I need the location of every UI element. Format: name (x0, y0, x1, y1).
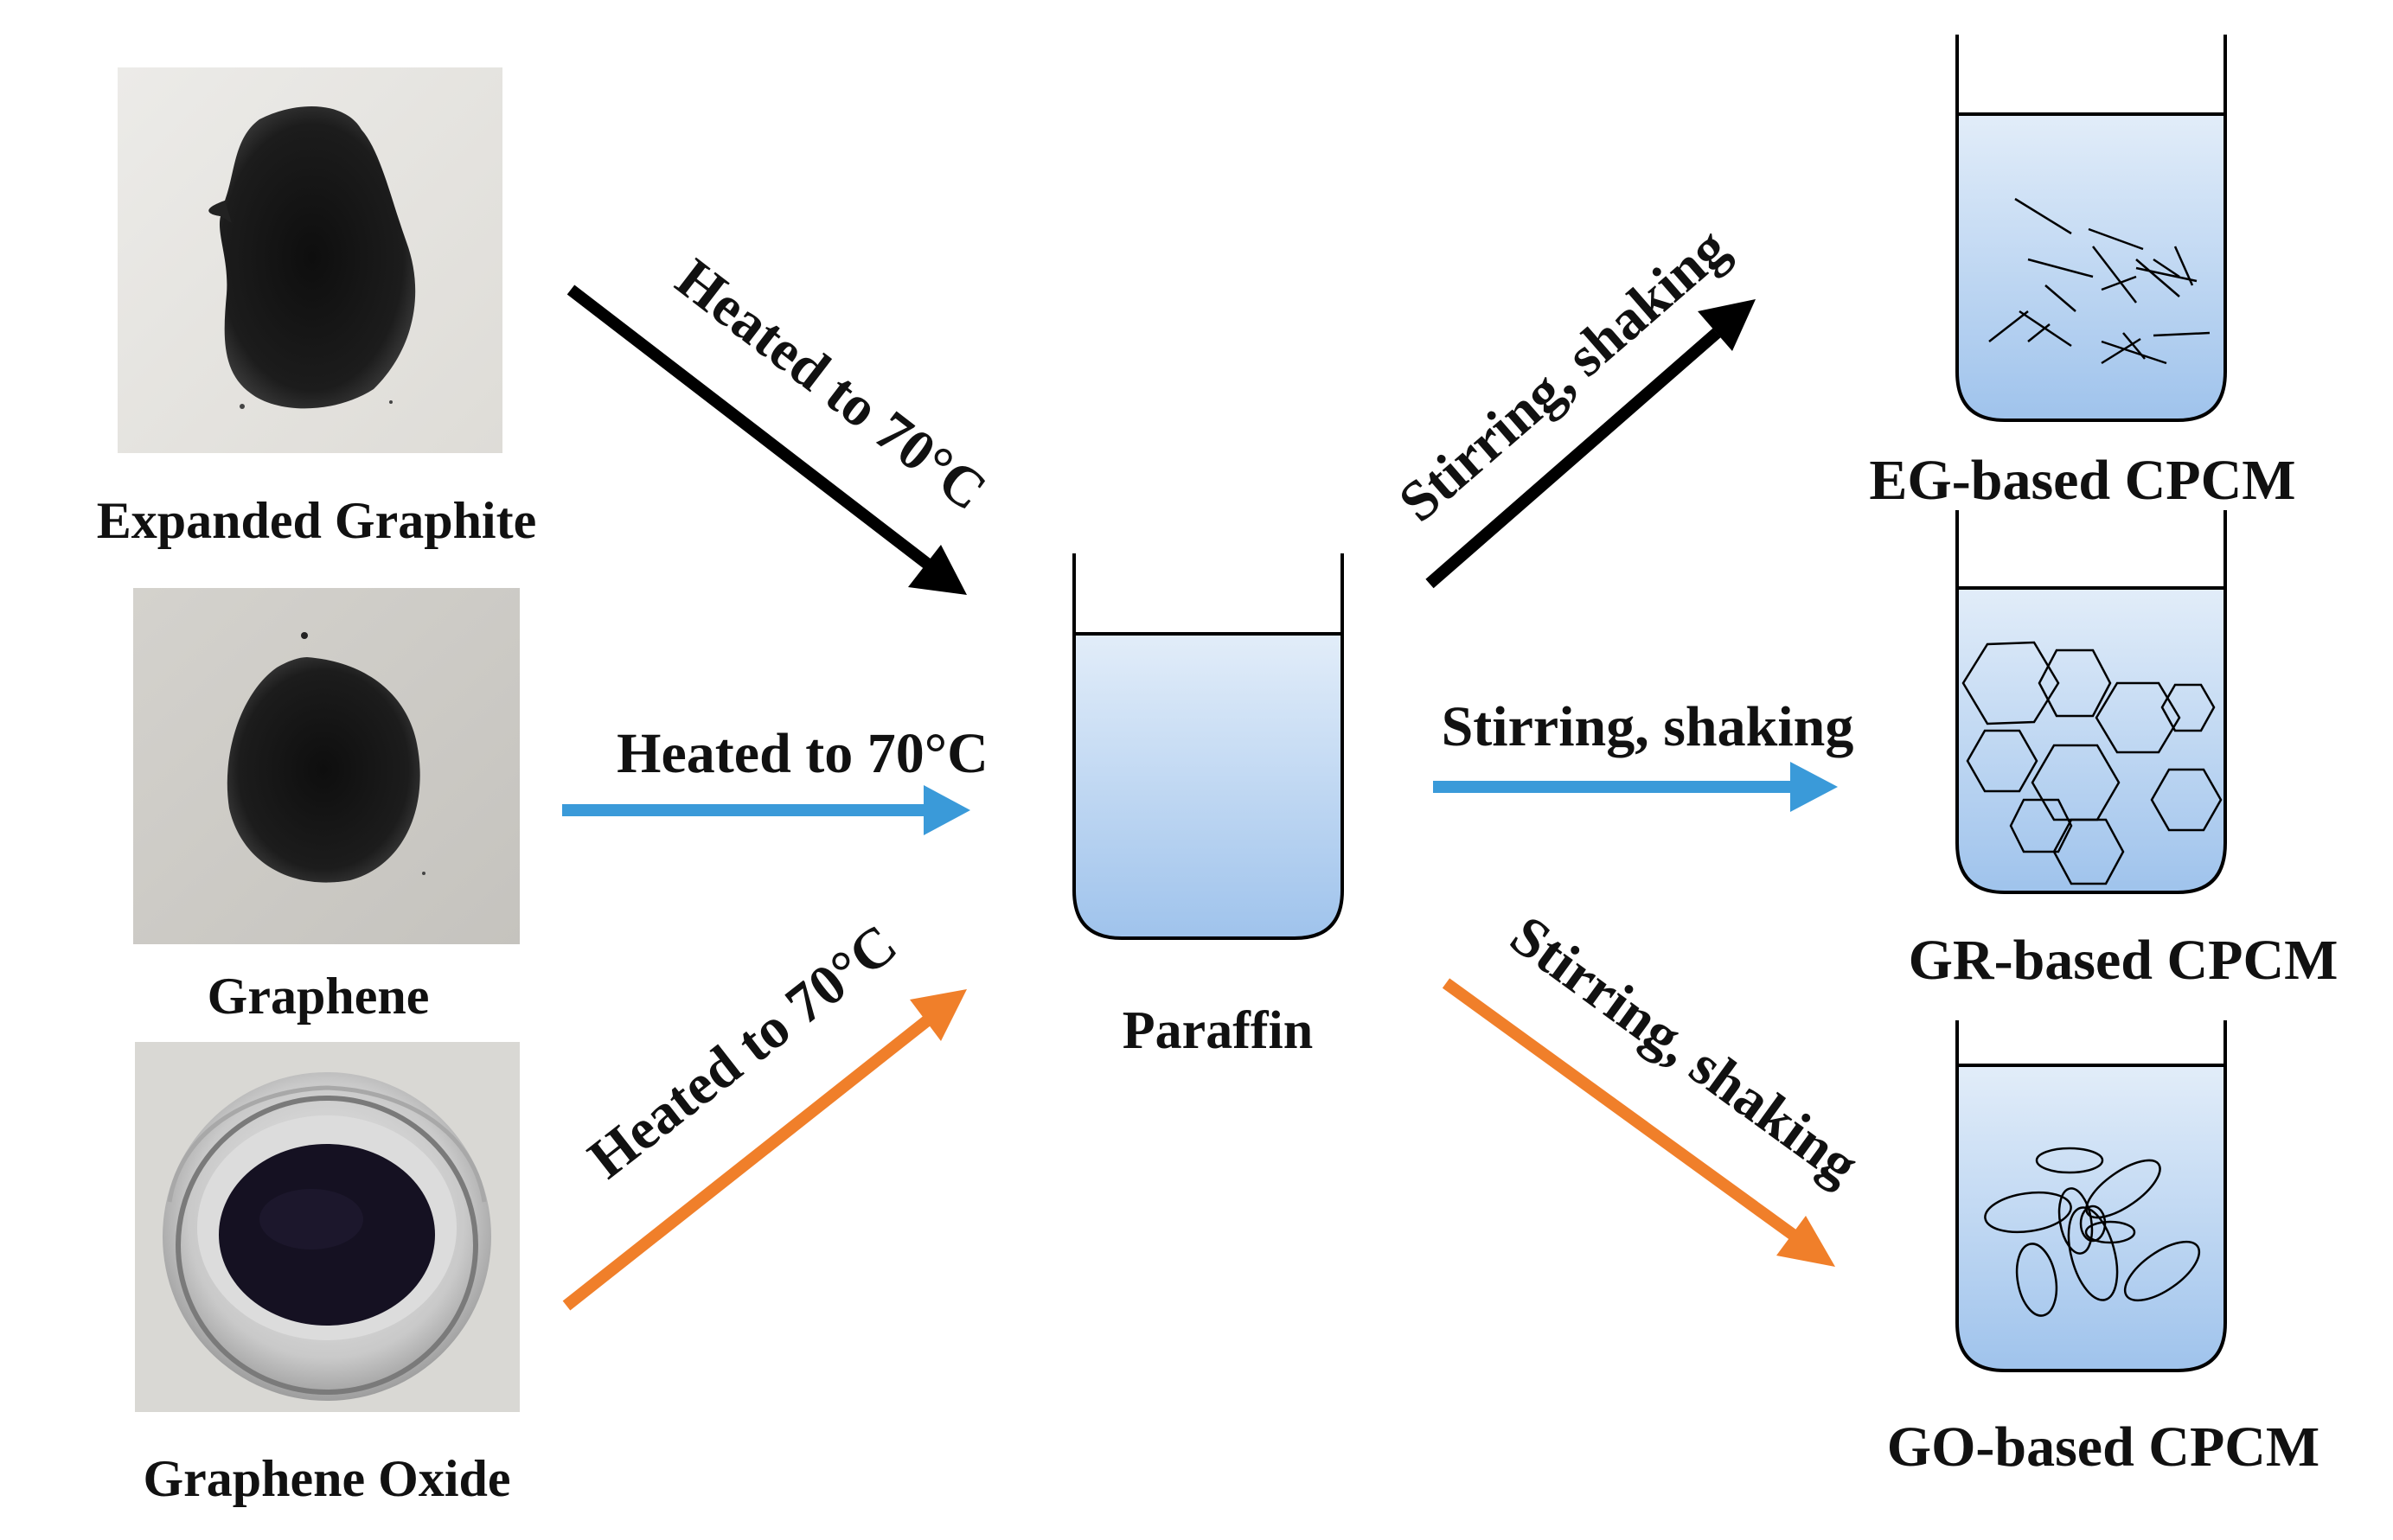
label-gr-cpcm: GR-based CPCM (1909, 929, 2339, 992)
graphene-oxide-photo (135, 1042, 520, 1412)
expanded-graphite-photo (118, 67, 502, 453)
label-paraffin: Paraffin (1123, 1001, 1313, 1060)
heat-arrow-go (562, 989, 967, 1311)
heat-label-eg: Heated to 70°C (664, 246, 997, 522)
eg-flakes (1988, 197, 2211, 365)
stir-label-eg: Stirring, shaking (1387, 216, 1740, 534)
eg-cpcm-beaker (1955, 35, 2227, 422)
heat-label-gr: Heated to 70°C (617, 722, 989, 785)
heat-arrow-gr (562, 785, 970, 835)
stir-arrow-go (1442, 978, 1835, 1267)
stir-arrow-gr (1433, 762, 1838, 812)
label-graphene: Graphene (208, 968, 430, 1025)
gr-cpcm-beaker (1955, 510, 2227, 894)
heat-arrow-eg (566, 284, 967, 595)
stir-label-gr: Stirring, shaking (1442, 695, 1854, 758)
heat-label-go: Heated to 70°C (577, 912, 909, 1191)
label-go-cpcm: GO-based CPCM (1887, 1415, 2319, 1479)
label-expanded-graphite: Expanded Graphite (97, 492, 536, 549)
go-ellipse-flakes (1984, 1147, 2201, 1317)
label-graphene-oxide: Graphene Oxide (143, 1450, 510, 1507)
go-cpcm-beaker (1955, 1020, 2227, 1372)
paraffin-beaker (1072, 553, 1344, 940)
stir-arrow-eg (1425, 299, 1756, 589)
gr-hexagon-flakes (1961, 641, 2223, 885)
label-eg-cpcm: EG-based CPCM (1869, 449, 2295, 512)
graphene-photo (133, 588, 520, 944)
